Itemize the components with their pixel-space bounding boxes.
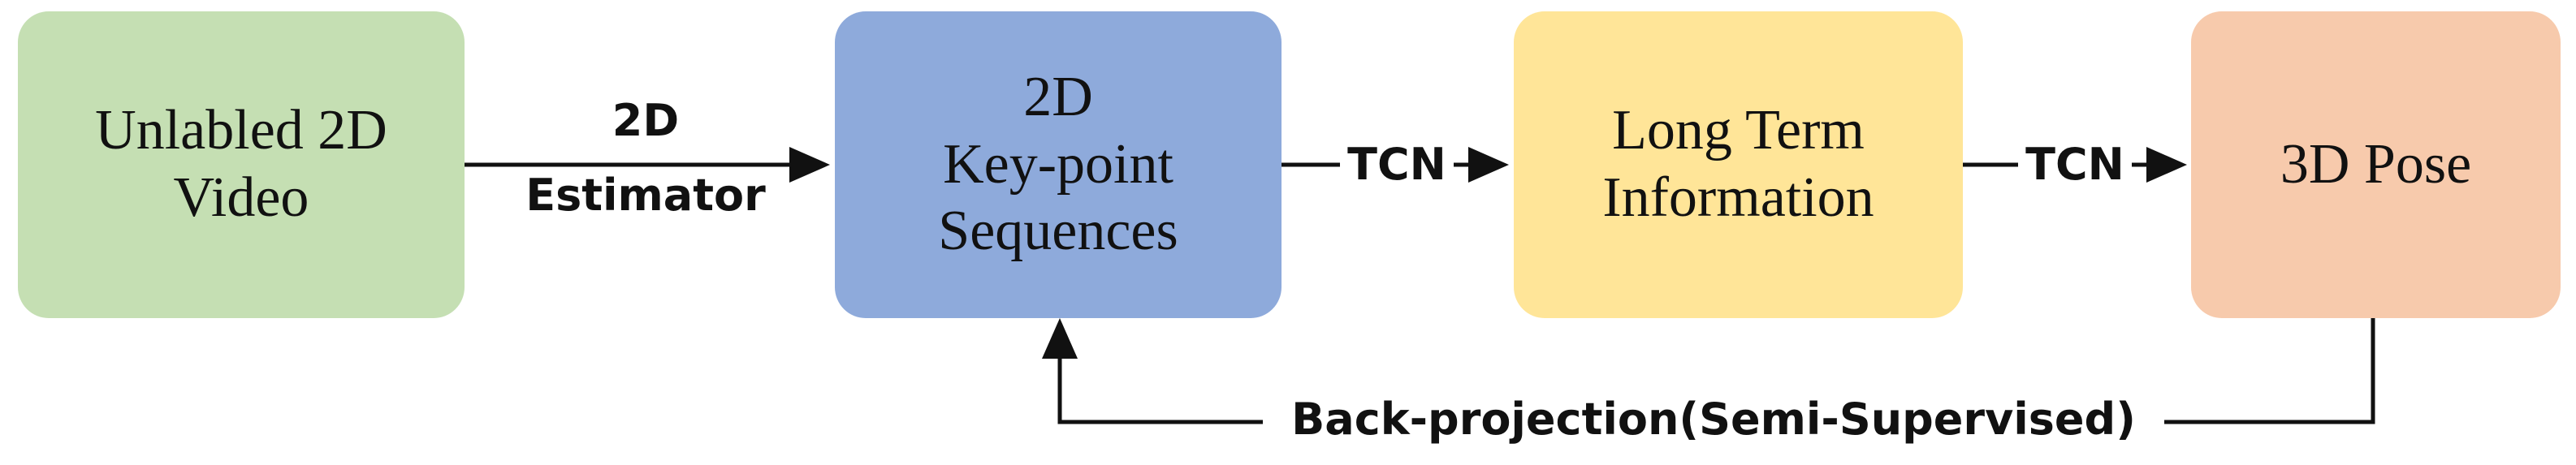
node-long-term-information: Long Term Information — [1514, 11, 1963, 318]
node-keypoint-sequences: 2D Key-point Sequences — [835, 11, 1282, 318]
node-3d-pose: 3D Pose — [2191, 11, 2561, 318]
edge-label-estimator-top: 2D — [612, 95, 680, 146]
node-unlabled-video-label: Unlabled 2D Video — [95, 99, 387, 229]
arrowhead-keypoints-to-longterm — [1468, 147, 1509, 183]
arrowhead-longterm-to-pose — [2146, 147, 2187, 183]
arrowhead-video-to-keypoints — [789, 147, 830, 183]
node-keypoint-sequences-label: 2D Key-point Sequences — [938, 66, 1178, 263]
edge-label-tcn-1: TCN — [1340, 143, 1454, 187]
node-3d-pose-label: 3D Pose — [2280, 132, 2472, 196]
edge-label-tcn-2: TCN — [2018, 143, 2132, 187]
edge-label-backprojection: Back-projection(Semi-Supervised) — [1263, 398, 2164, 441]
edge-label-estimator-bottom: Estimator — [525, 170, 766, 221]
node-long-term-information-label: Long Term Information — [1602, 99, 1874, 229]
node-unlabled-video: Unlabled 2D Video — [18, 11, 465, 318]
arrowhead-backprojection — [1042, 318, 1078, 359]
